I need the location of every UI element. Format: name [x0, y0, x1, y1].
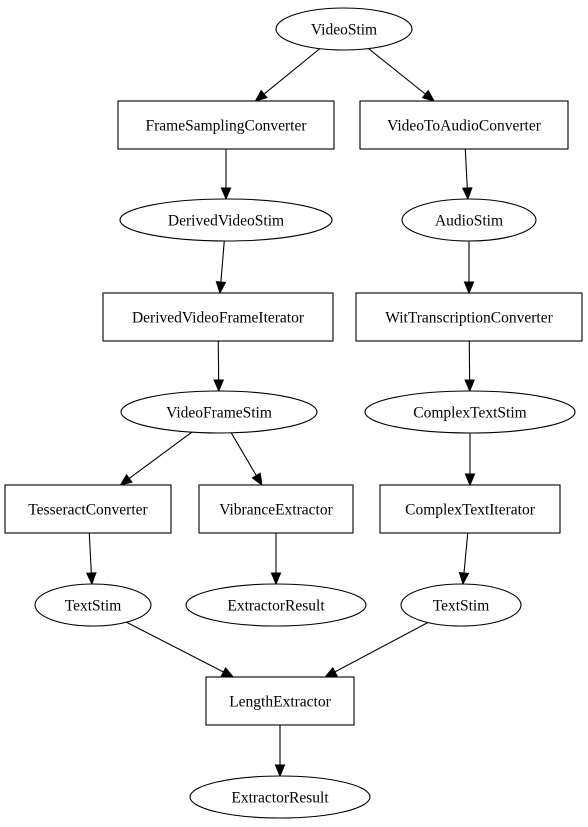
arrow-head: [254, 89, 268, 102]
node-audiostim: AudioStim: [401, 198, 537, 242]
node-box: [379, 484, 561, 534]
node-videoframestim: VideoFrameStim: [120, 390, 318, 434]
node-ellipse: [275, 7, 413, 51]
node-ellipse: [120, 390, 318, 434]
node-label: VideoFrameStim: [166, 405, 272, 422]
arrow-head: [220, 187, 232, 201]
node-ellipse: [34, 583, 152, 627]
node-lengthextractor: LengthExtractor: [205, 676, 355, 726]
node-tesseract: TesseractConverter: [4, 484, 172, 534]
node-ellipse: [400, 583, 522, 627]
node-label: DerivedVideoFrameIterator: [132, 310, 305, 327]
arrow-head: [463, 281, 475, 295]
node-complextextiter: ComplexTextIterator: [379, 484, 561, 534]
edge-vibrance-to-extractorresult1: [270, 533, 282, 586]
node-videostim: VideoStim: [275, 7, 413, 51]
node-ellipse: [189, 775, 371, 819]
edge-derivedframeiter-to-videoframestim: [213, 340, 225, 393]
arrow-head: [461, 187, 473, 201]
arrow-head: [251, 472, 263, 487]
arrow-head: [458, 572, 470, 586]
arrow-head: [213, 379, 225, 393]
edge-line: [88, 532, 92, 574]
arrow-head: [274, 764, 286, 778]
node-ellipse: [364, 390, 576, 434]
edge-videostim-to-framesampling: [254, 48, 321, 102]
node-videotoaudio: VideoToAudioConverter: [359, 100, 569, 150]
edge-audiostim-to-wittranscription: [463, 241, 475, 295]
edge-textstim2-to-lengthextractor: [324, 622, 429, 678]
node-label: TextStim: [65, 598, 122, 615]
arrow-head: [464, 379, 476, 393]
node-textstim1: TextStim: [34, 583, 152, 627]
edges-layer: [85, 48, 476, 778]
node-box: [205, 676, 355, 726]
node-vibrance: VibranceExtractor: [198, 484, 354, 534]
node-label: VideoToAudioConverter: [387, 118, 542, 135]
node-label: VideoStim: [311, 22, 377, 39]
node-wittranscription: WitTranscriptionConverter: [355, 292, 583, 342]
arrow-head: [215, 281, 227, 295]
edge-videotoaudio-to-audiostim: [461, 148, 473, 201]
node-ellipse: [401, 198, 537, 242]
node-box: [198, 484, 354, 534]
edge-videostim-to-videotoaudio: [368, 48, 436, 102]
edge-complextextstim-to-complextextiter: [464, 433, 476, 487]
node-extractorresult1: ExtractorResult: [185, 583, 367, 627]
edge-wittranscription-to-complextextstim: [464, 340, 476, 393]
node-ellipse: [119, 198, 333, 242]
arrow-head: [119, 473, 133, 486]
edge-framesampling-to-derivedvideostim: [220, 149, 232, 201]
node-label: TesseractConverter: [28, 502, 148, 519]
arrow-head: [324, 666, 338, 678]
node-label: DerivedVideoStim: [168, 213, 284, 230]
node-label: AudioStim: [435, 213, 503, 230]
node-label: ExtractorResult: [231, 790, 329, 807]
node-box: [355, 292, 583, 342]
edge-complextextiter-to-textstim2: [458, 532, 470, 586]
node-box: [4, 484, 172, 534]
node-derivedframeiter: DerivedVideoFrameIterator: [102, 292, 334, 342]
arrow-head: [421, 89, 436, 102]
edge-line: [128, 431, 193, 479]
node-box: [117, 100, 335, 150]
edge-line: [334, 622, 429, 673]
node-label: WitTranscriptionConverter: [385, 310, 553, 327]
node-ellipse: [185, 583, 367, 627]
node-label: FrameSamplingConverter: [146, 118, 308, 135]
edge-line: [464, 148, 468, 189]
edge-tesseract-to-textstim1: [85, 532, 97, 586]
arrow-head: [220, 666, 235, 678]
arrow-head: [464, 473, 476, 487]
node-label: ComplexTextStim: [413, 405, 526, 422]
arrow-head: [85, 572, 97, 586]
edge-derivedvideostim-to-derivedframeiter: [215, 240, 227, 295]
edge-videoframestim-to-tesseract: [119, 431, 193, 486]
node-framesampling: FrameSamplingConverter: [117, 100, 335, 150]
edge-line: [126, 621, 224, 673]
node-extractorresult2: ExtractorResult: [189, 775, 371, 819]
node-label: TextStim: [433, 598, 490, 615]
node-label: LengthExtractor: [229, 694, 331, 711]
node-box: [102, 292, 334, 342]
edge-videoframestim-to-vibrance: [230, 432, 263, 487]
arrow-head: [270, 572, 282, 586]
edge-line: [463, 532, 469, 574]
node-complextextstim: ComplexTextStim: [364, 390, 576, 434]
node-textstim2: TextStim: [400, 583, 522, 627]
node-label: VibranceExtractor: [219, 502, 333, 519]
node-derivedvideostim: DerivedVideoStim: [119, 198, 333, 242]
edge-line: [263, 48, 321, 95]
edge-line: [230, 432, 257, 476]
edge-line: [368, 48, 426, 95]
node-label: ExtractorResult: [227, 598, 325, 615]
edge-lengthextractor-to-extractorresult2: [274, 725, 286, 778]
edge-textstim1-to-lengthextractor: [126, 621, 235, 678]
edge-line: [220, 240, 225, 283]
node-box: [359, 100, 569, 150]
node-label: ComplexTextIterator: [405, 502, 536, 519]
